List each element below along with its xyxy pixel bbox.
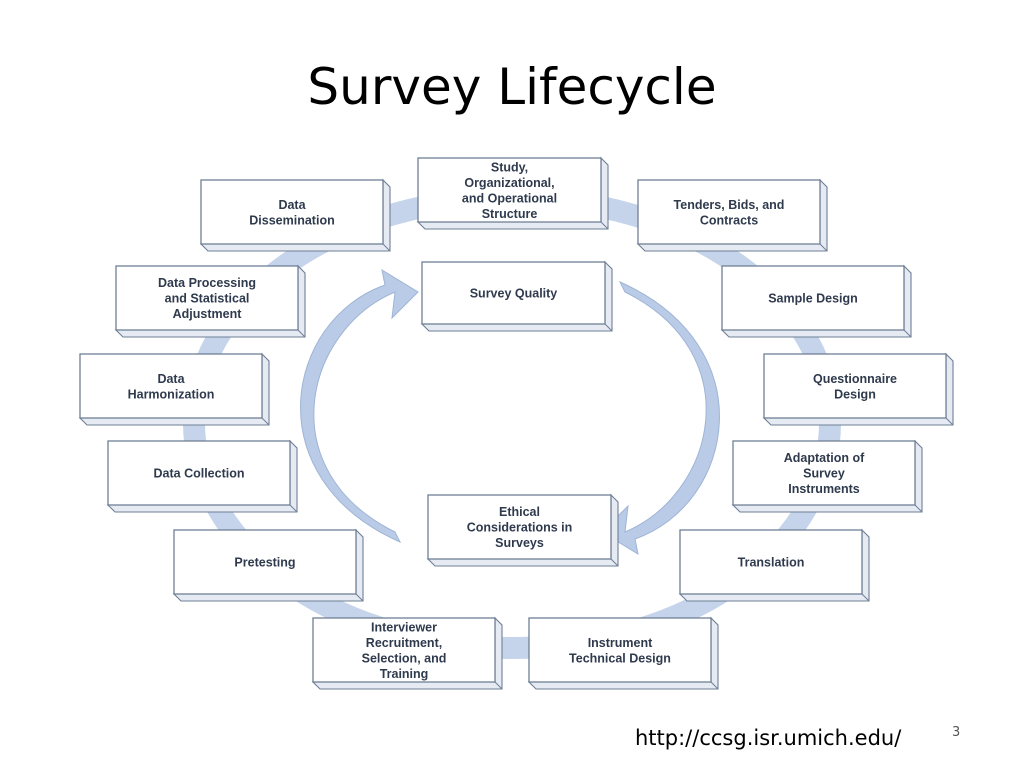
box-label-line: Instruments xyxy=(788,482,860,496)
box-face xyxy=(312,617,496,683)
slide-number: 3 xyxy=(952,725,961,740)
box-edge xyxy=(945,417,954,426)
box-label-line: Surveys xyxy=(495,536,544,550)
box-label-line: Training xyxy=(380,667,429,681)
box-edge xyxy=(710,681,719,690)
box-edge xyxy=(604,323,613,332)
box-label-line: Ethical xyxy=(499,505,540,519)
box-face xyxy=(679,529,863,595)
box-face xyxy=(173,529,357,595)
box-label-line: Questionnaire xyxy=(813,372,897,386)
box-edge xyxy=(903,329,912,338)
left-cycle-arrow xyxy=(300,268,419,544)
box-edge xyxy=(819,243,828,252)
box-face xyxy=(421,261,606,325)
stage-box-sample-design: Sample Design xyxy=(720,264,912,338)
box-label-line: Structure xyxy=(482,207,538,221)
box-label-line: Survey xyxy=(803,467,845,481)
box-face xyxy=(417,157,602,223)
box-face xyxy=(115,265,299,331)
box-label-line: Selection, and xyxy=(362,651,447,665)
box-label-line: Translation xyxy=(738,556,805,570)
box-face xyxy=(427,494,612,560)
stage-box-study-structure: Study, Organizational,and OperationalStru… xyxy=(416,156,609,230)
box-label-line: and Operational xyxy=(462,191,557,205)
box-edge xyxy=(261,417,270,426)
box-label-line: Considerations in xyxy=(467,521,573,535)
stage-box-translation: Translation xyxy=(678,528,870,602)
box-label-line: Harmonization xyxy=(128,387,215,401)
box-label-line: Pretesting xyxy=(234,556,295,570)
box-label-line: Tenders, Bids, and xyxy=(674,198,785,212)
source-url[interactable]: http://ccsg.isr.umich.edu/ xyxy=(635,726,902,750)
box-face xyxy=(200,179,384,245)
box-edge xyxy=(382,243,391,252)
box-label-line: Survey Quality xyxy=(470,287,558,301)
box-label-line: Adaptation of xyxy=(784,451,865,465)
box-label-line: Contracts xyxy=(700,213,758,227)
box-label-line: Data xyxy=(157,372,185,386)
box-edge xyxy=(914,504,923,513)
right-cycle-arrow xyxy=(601,280,720,556)
box-edge xyxy=(861,593,870,602)
stage-box-pretesting: Pretesting xyxy=(172,528,364,602)
box-label-line: Technical Design xyxy=(569,651,671,665)
box-face xyxy=(528,617,712,683)
box-label-line: Study, xyxy=(491,160,528,174)
box-label-line: Design xyxy=(834,387,876,401)
stage-box-data-collection: Data Collection xyxy=(106,439,298,513)
box-label-line: Recruitment, xyxy=(366,636,442,650)
box-label-line: and Statistical xyxy=(165,292,250,306)
box-face xyxy=(637,179,821,245)
box-face xyxy=(763,353,947,419)
box-label-line: Dissemination xyxy=(249,213,334,227)
box-edge xyxy=(494,681,503,690)
inner-cycle-arrows xyxy=(300,268,720,556)
box-label-line: Adjustment xyxy=(173,307,243,321)
box-label-line: Data xyxy=(278,198,306,212)
box-edge xyxy=(600,221,609,230)
box-edge xyxy=(610,558,619,567)
center-box-survey-quality: Survey Quality xyxy=(420,260,613,332)
box-label-line: Data Processing xyxy=(158,276,256,290)
box-face xyxy=(721,265,905,331)
box-edge xyxy=(355,593,364,602)
box-label-line: Sample Design xyxy=(768,292,858,306)
box-label-line: Data Collection xyxy=(154,467,245,481)
box-label-line: Interviewer xyxy=(371,620,437,634)
box-edge xyxy=(297,329,306,338)
box-label-line: Instrument xyxy=(588,636,653,650)
box-face xyxy=(79,353,263,419)
box-edge xyxy=(289,504,298,513)
box-label-line: Organizational, xyxy=(464,176,554,190)
slide-title: Survey Lifecycle xyxy=(307,58,717,116)
box-face xyxy=(732,440,916,506)
box-face xyxy=(107,440,291,506)
